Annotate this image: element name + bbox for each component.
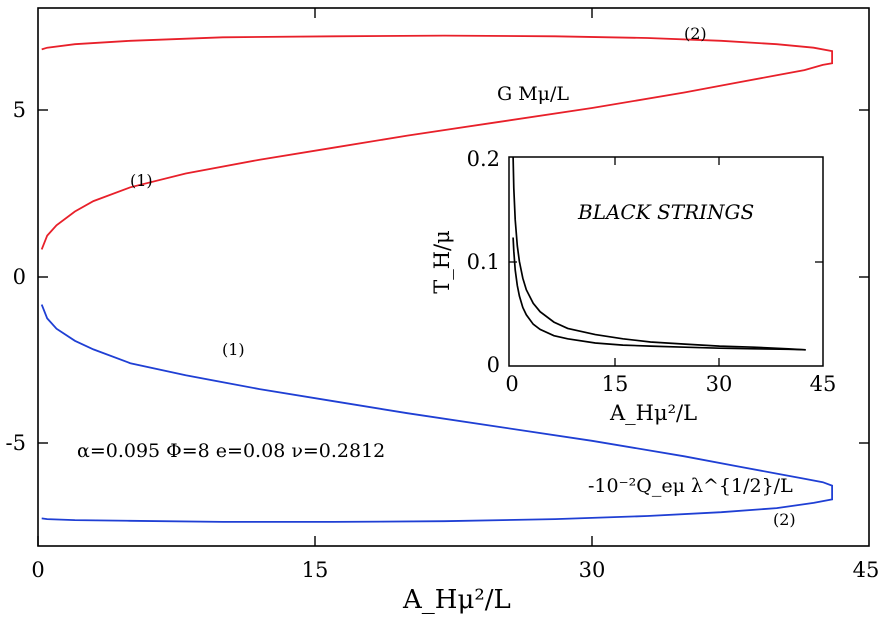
inset-title: BLACK STRINGS: [577, 200, 754, 224]
inset-x-axis-label: A_Hμ²/L: [609, 401, 697, 425]
gm-branch-2-label: (2): [684, 24, 707, 43]
inset-y-tick-label-0: 0: [487, 353, 500, 377]
main-x-tick-label-30: 30: [579, 558, 606, 582]
inset-y-axis-label: T_H/μ: [430, 230, 454, 294]
main-y-tick-label-0: 0: [13, 265, 26, 289]
main-y-tick-label-5: 5: [13, 98, 26, 122]
gm-branch-1-label: (1): [130, 171, 153, 190]
series-qe-label: -10⁻²Q_eμ λ^{1/2}/L: [588, 475, 793, 497]
qe-branch-2-label: (2): [773, 510, 796, 529]
qe-branch-1-label: (1): [222, 340, 245, 359]
inset-y-tick-label-02: 0.2: [467, 147, 500, 171]
main-x-tick-label-45: 45: [853, 558, 880, 582]
main-x-axis-label: A_Hμ²/L: [402, 585, 511, 615]
main-x-tick-label-0: 0: [31, 558, 44, 582]
main-y-tick-label-m5: -5: [6, 431, 26, 455]
inset-x-tick-label-15: 15: [602, 372, 629, 396]
parameters-text: α=0.095 Φ=8 e=0.08 ν=0.2812: [77, 440, 385, 462]
inset-y-tick-label-01: 0.1: [467, 250, 500, 274]
inset-chart: 0 15 30 45 0.2 0.1 0 A_Hμ²/L T_H/μ BLACK…: [430, 147, 836, 425]
inset-x-tick-label-0: 0: [505, 372, 518, 396]
inset-x-tick-label-45: 45: [810, 372, 837, 396]
inset-plot-frame: [508, 156, 824, 367]
series-qe-curve: [40, 304, 833, 523]
inset-curve-upper: [512, 156, 806, 351]
series-gm-curve: [40, 34, 833, 250]
main-x-tick-label-15: 15: [302, 558, 329, 582]
inset-curve-lower: [512, 237, 806, 351]
main-chart: 0 15 30 45 5 0 -5 A_Hμ²/L G Mμ/L -10⁻²Q_…: [6, 7, 880, 615]
inset-x-tick-label-30: 30: [706, 372, 733, 396]
series-gm-label: G Mμ/L: [497, 83, 569, 105]
